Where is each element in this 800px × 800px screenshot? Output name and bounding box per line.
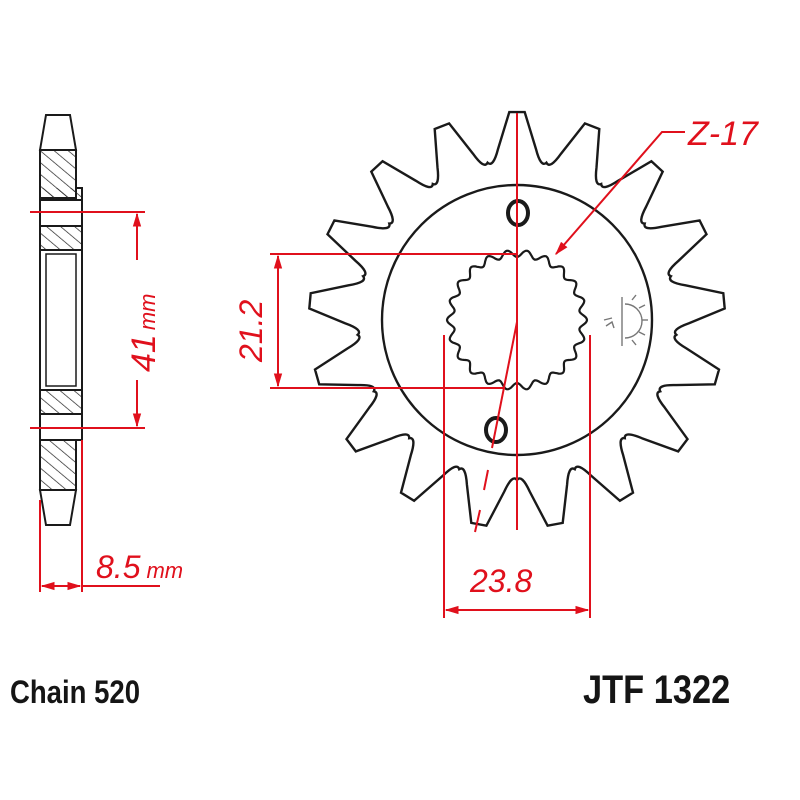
front-view: 21.2 23.8 Z-17: [233, 110, 759, 618]
thickness-value: 8.5: [96, 549, 141, 585]
chain-size-label: Chain 520: [10, 674, 141, 710]
heat-treatment-symbol: [603, 294, 648, 346]
offset-height-unit: mm: [135, 294, 160, 331]
thickness-unit: mm: [146, 558, 183, 583]
bolt-hole-bottom: [484, 416, 508, 444]
bolt-spacing-dimension: 21.2: [233, 253, 517, 389]
offset-height-dimension: 41mm: [30, 211, 163, 429]
svg-text:8.5mm: 8.5mm: [96, 549, 183, 585]
tooth-count-callout: Z-17: [555, 115, 759, 256]
tooth-count-label: Z-17: [687, 115, 759, 153]
profile-bottom-tooth: [38, 489, 78, 526]
bolt-spacing-value: 21.2: [233, 300, 269, 363]
part-number-label: JTF 1322: [583, 668, 731, 712]
svg-text:41mm: 41mm: [125, 294, 163, 372]
spline-diameter-dimension: 23.8: [443, 335, 591, 618]
profile-bottom-hatch: [39, 439, 77, 491]
profile-top-tooth: [38, 114, 78, 151]
offset-height-value: 41: [125, 334, 163, 372]
spline-diameter-value: 23.8: [469, 563, 532, 599]
